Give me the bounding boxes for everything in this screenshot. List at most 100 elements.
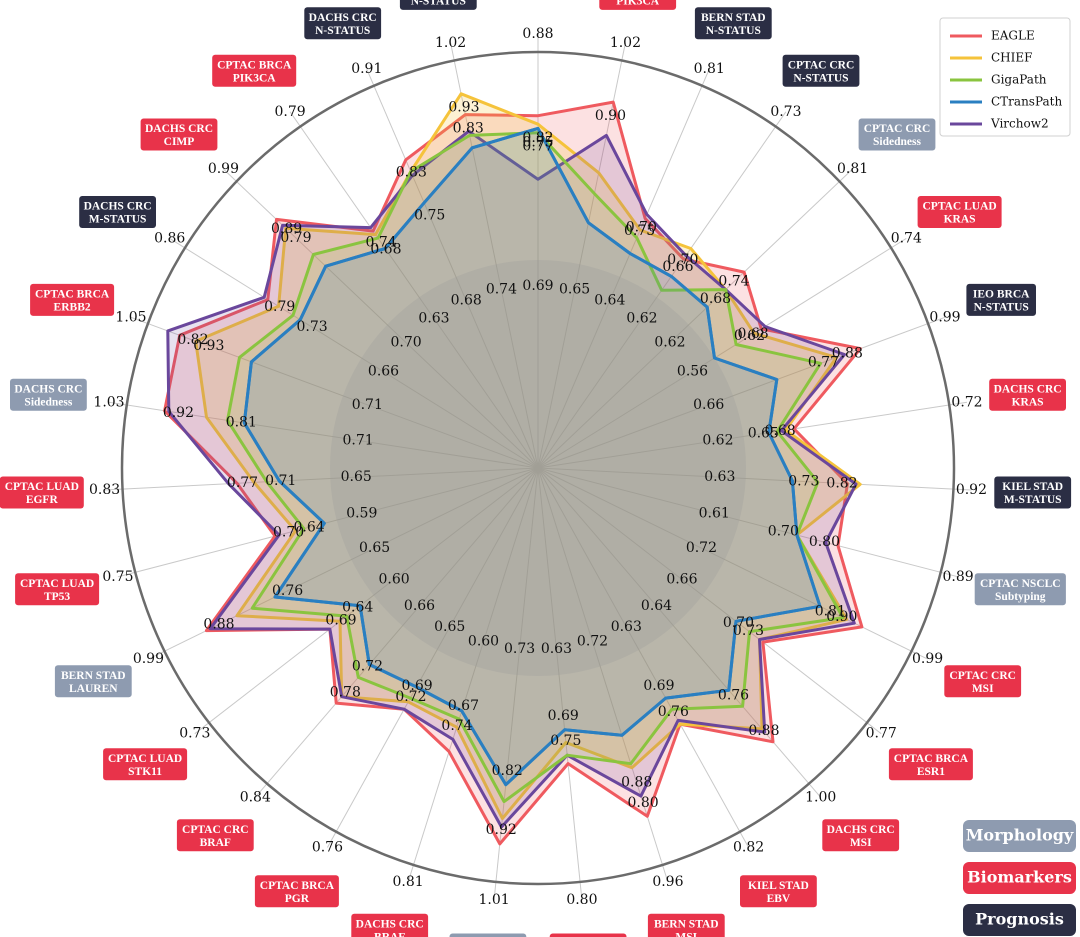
- axis-max-label: 0.96: [652, 874, 683, 890]
- value-label-ctranspath: 0.76: [272, 583, 303, 599]
- value-label-eagle: 0.92: [163, 405, 194, 421]
- spoke-line: [194, 467, 539, 735]
- value-label-eagle: 0.89: [271, 221, 302, 237]
- spoke-line: [537, 467, 959, 578]
- value-label-virchow2: 0.74: [441, 718, 472, 734]
- category-badge-prognosis: [963, 904, 1076, 936]
- task-badge-box: [917, 196, 1002, 228]
- spoke-line: [289, 111, 539, 469]
- task-badge-line: CPTAC LUAD: [5, 481, 79, 493]
- task-badge-line: MSI: [675, 931, 697, 937]
- value-label-eagle: 0.79: [264, 299, 295, 315]
- task-badge-line: M-STATUS: [1004, 494, 1062, 506]
- value-label-chief: 0.77: [808, 354, 839, 370]
- spoke-line: [148, 467, 539, 660]
- value-label-eagle: 0.75: [624, 223, 655, 239]
- axis-max-label: 0.80: [566, 892, 597, 908]
- axis-max-label: 0.82: [733, 840, 764, 856]
- axis-max-label: 1.02: [435, 35, 466, 51]
- value-label-virchow2: 0.68: [738, 326, 769, 342]
- category-label: Biomarkers: [967, 868, 1072, 887]
- task-badge-line: PIK3CA: [233, 72, 277, 84]
- value-label-eagle: 0.74: [366, 235, 397, 251]
- axis-max-label: 0.88: [522, 26, 553, 42]
- value-label-eagle: 0.83: [453, 120, 484, 136]
- spoke-line: [537, 467, 669, 883]
- value-label-virchow2: 0.77: [227, 475, 258, 491]
- value-label-eagle: 0.68: [765, 423, 796, 439]
- task-badge-line: CPTAC CRC: [182, 824, 249, 836]
- task-badge-line: CPTAC CRC: [949, 670, 1016, 682]
- value-label-ctranspath: 0.73: [297, 319, 328, 335]
- axis-max-label: 0.74: [891, 230, 922, 246]
- task-badge-box: [140, 118, 218, 151]
- task-badge-line: CPTAC BRCA: [217, 59, 292, 71]
- spoke-line: [130, 316, 539, 469]
- task-badge-line: KRAS: [944, 214, 976, 226]
- axis-min-label: 0.63: [418, 311, 449, 327]
- value-label-gigapath: 0.65: [748, 426, 779, 442]
- axis-max-label: 1.01: [479, 892, 510, 908]
- value-label-chief: 0.93: [193, 338, 224, 354]
- value-label-gigapath: 0.72: [352, 659, 383, 675]
- spoke-line: [326, 467, 539, 848]
- value-label-gigapath: 0.68: [700, 291, 731, 307]
- task-badge-box: [740, 875, 817, 908]
- value-label-ctranspath: 0.70: [768, 524, 799, 540]
- value-label-gigapath: 0.71: [265, 473, 296, 489]
- task-badge-box: [449, 933, 527, 937]
- task-badge-line: DACHS CRC: [994, 383, 1062, 395]
- task-badge-line: CPTAC BRCA: [260, 880, 335, 892]
- axis-min-label: 0.66: [666, 571, 697, 587]
- axis-min-label: 0.66: [404, 598, 435, 614]
- task-badge-line: DACHS CRC: [14, 383, 82, 395]
- spoke-line: [537, 69, 710, 469]
- value-label-virchow2: 0.88: [621, 775, 652, 791]
- value-label-eagle: 0.69: [325, 613, 356, 629]
- value-label-gigapath: 0.81: [815, 603, 846, 619]
- axis-min-label: 0.62: [626, 311, 657, 327]
- task-badge-box: [54, 665, 132, 698]
- task-badge-line: BERN STAD: [701, 12, 766, 24]
- value-label-gigapath: 0.73: [788, 474, 819, 490]
- task-badge-line: BERN STAD: [61, 670, 126, 682]
- axis-min-label: 0.66: [368, 364, 399, 380]
- spoke-line: [537, 467, 972, 491]
- legend-box: [939, 17, 1071, 137]
- category-badge-biomarkers: [963, 862, 1076, 894]
- task-badge-box: [989, 378, 1066, 411]
- series-virchow2-area: [166, 129, 858, 829]
- category-badge-morphology: [963, 820, 1076, 852]
- value-label-eagle: 0.76: [658, 704, 689, 720]
- task-badge-line: KIEL STAD: [1002, 481, 1063, 493]
- task-badge-box: [822, 819, 900, 852]
- task-badge-box: [694, 7, 772, 40]
- axis-min-label: 0.68: [451, 293, 482, 309]
- task-badge-box: [351, 913, 429, 937]
- task-badge-box: [176, 819, 254, 852]
- task-badge-line: DACHS CRC: [145, 123, 213, 135]
- spoke-line: [407, 467, 539, 883]
- series-gigapath-area: [226, 131, 845, 804]
- axis-min-label: 0.63: [611, 619, 642, 635]
- value-label-chief: 0.70: [667, 252, 698, 268]
- value-label-eagle: 0.78: [330, 685, 361, 701]
- spoke-line: [537, 316, 946, 469]
- category-label: Prognosis: [975, 910, 1064, 929]
- task-badge-box: [974, 573, 1066, 606]
